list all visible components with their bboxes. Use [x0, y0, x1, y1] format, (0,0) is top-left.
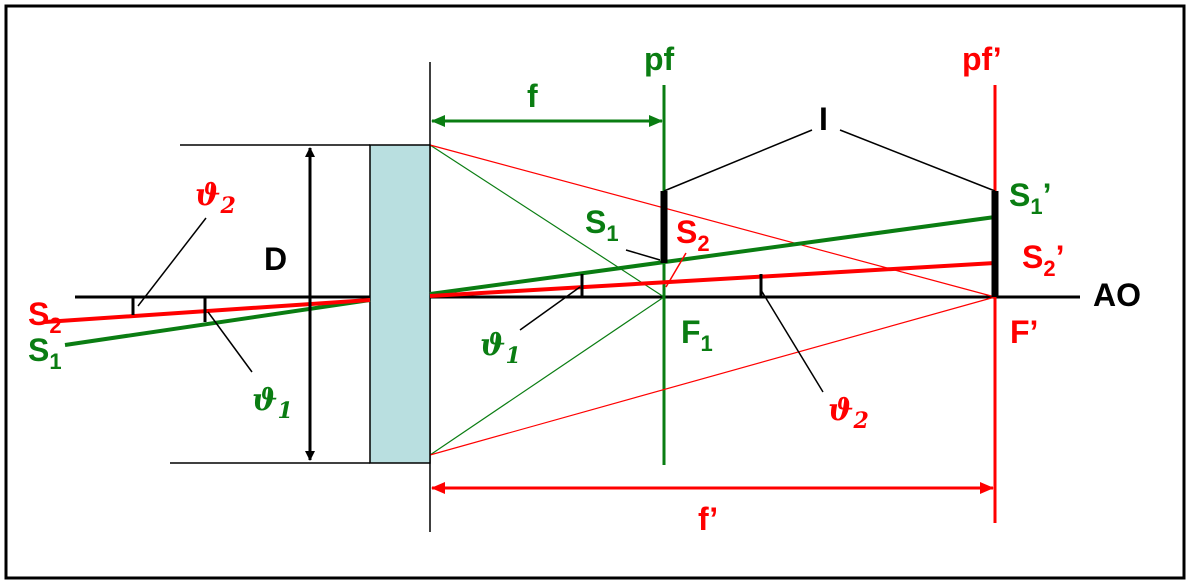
lens: [369, 144, 431, 464]
green-marginal-ray-top: [429, 144, 665, 298]
label-theta2-right: ϑ2: [828, 393, 869, 434]
leader-I-left: [663, 129, 813, 192]
label-focus-f1: F1: [681, 314, 713, 356]
leader-s2-image: [665, 252, 687, 288]
ray-s2-outgoing: [429, 261, 996, 298]
leader-theta1-right: [519, 286, 581, 331]
green-marginal-ray-bottom: [429, 296, 665, 456]
leader-theta1-left: [207, 311, 253, 373]
label-s2-left: S2: [28, 296, 62, 338]
label-theta1-left: ϑ1: [252, 383, 293, 424]
label-s2-image: S2: [676, 214, 710, 256]
label-f-prime: f’: [698, 501, 718, 537]
label-s1-prime: S1’: [1009, 177, 1051, 219]
label-optical-axis: AO: [1093, 277, 1141, 313]
red-marginal-ray-bottom: [429, 296, 996, 456]
label-aperture-D: D: [264, 241, 287, 277]
label-image-I: I: [819, 101, 828, 137]
label-s1-left: S1: [28, 332, 62, 374]
ray-s2-incoming: [44, 298, 371, 324]
label-theta2-left: ϑ2: [195, 178, 236, 219]
label-focus-f-prime: F’: [1010, 314, 1038, 350]
label-f: f: [527, 78, 538, 114]
label-pf: pf: [644, 41, 675, 77]
leader-theta2-right: [760, 289, 824, 393]
leader-theta2-left: [137, 217, 207, 307]
label-s2-prime: S2’: [1022, 239, 1064, 281]
leader-s1-image: [625, 249, 661, 261]
red-marginal-ray-top: [429, 144, 996, 298]
outer-frame: [4, 4, 1186, 580]
ray-s1-outgoing: [429, 215, 996, 296]
label-theta1-right: ϑ1: [480, 328, 521, 369]
ray-s1-incoming: [64, 298, 371, 347]
label-pf-prime: pf’: [962, 41, 1002, 77]
leader-I-right: [839, 129, 996, 192]
label-s1-image: S1: [585, 204, 619, 246]
